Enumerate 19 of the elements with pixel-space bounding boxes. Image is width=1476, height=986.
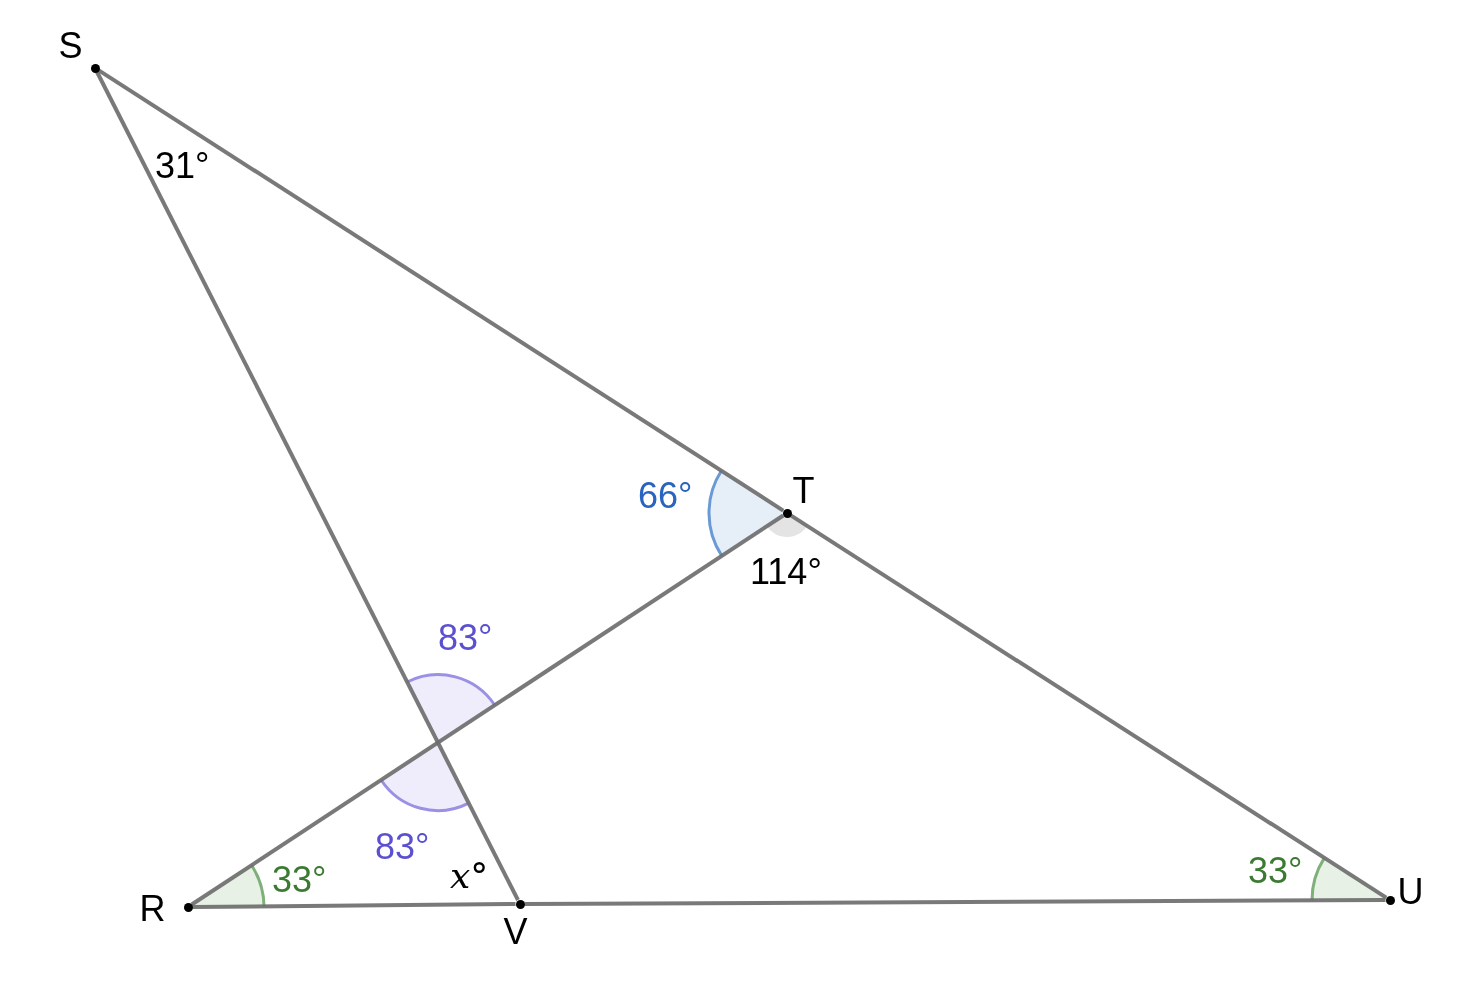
point-label: T (792, 472, 815, 509)
line-segment (190, 513, 785, 907)
point-label: R (139, 890, 166, 927)
point-label: S (58, 27, 83, 64)
point-label: V (503, 913, 528, 950)
angle-label: 33° (1248, 853, 1303, 889)
line-segment (97, 68, 785, 513)
line-segment (524, 898, 1386, 906)
point-label: U (1397, 873, 1424, 910)
angle-label: 114° (750, 554, 822, 590)
angle-label: 33° (272, 862, 327, 898)
line-segment (192, 902, 516, 909)
angle-label: 66° (638, 478, 693, 514)
line-segment (95, 71, 520, 901)
angle-label: 83° (438, 620, 493, 656)
angle-label: x° (450, 858, 489, 894)
line-segment (789, 513, 1388, 900)
angle-label: 83° (375, 829, 430, 865)
angle-label: 31° (155, 148, 210, 184)
